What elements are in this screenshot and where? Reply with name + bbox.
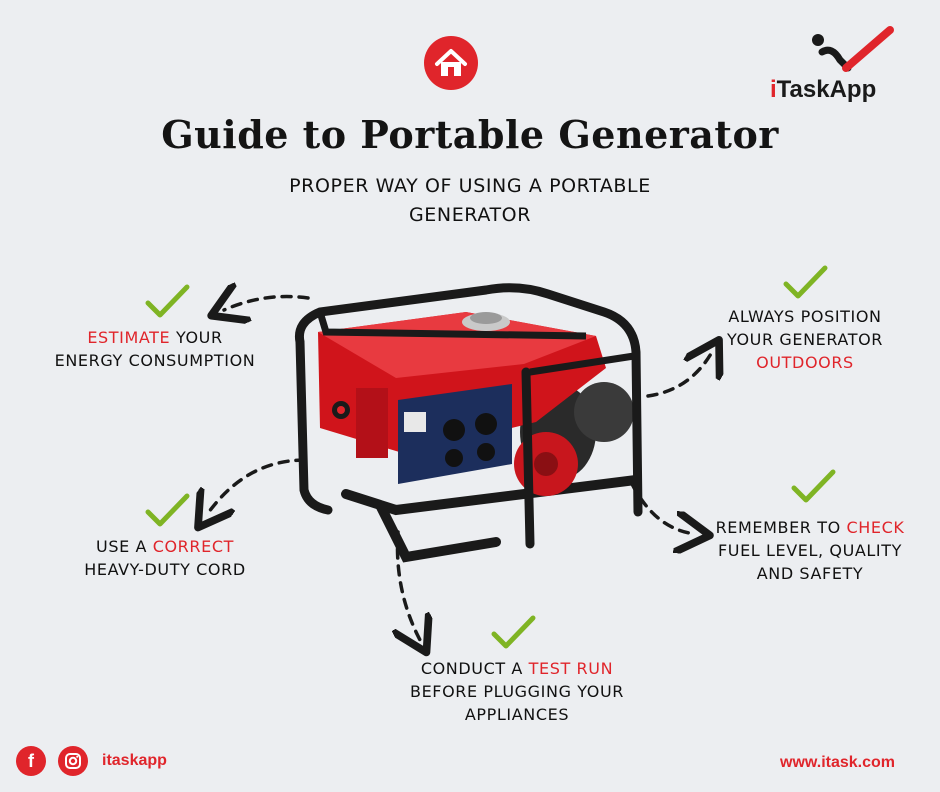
- tip-cord-line-2: HEAVY-DUTY CORD: [84, 560, 246, 579]
- tip-check-line-2: FUEL LEVEL, QUALITY: [717, 541, 903, 560]
- brand-rest: TaskApp: [776, 76, 877, 103]
- tip-estimate-rest: YOUR: [170, 328, 223, 347]
- tip-check: REMEMBER TO CHECK FUEL LEVEL, QUALITY AN…: [700, 516, 920, 585]
- tip-test-line-3: APPLIANCES: [464, 705, 570, 724]
- tip-position-line-1: ALWAYS POSITION: [728, 307, 882, 326]
- check-icon: [144, 283, 190, 319]
- tip-check-highlight: CHECK: [846, 518, 905, 537]
- social-links: f itaskapp: [16, 746, 167, 776]
- facebook-glyph: f: [28, 750, 34, 771]
- tip-cord-pre: USE A: [96, 537, 153, 556]
- social-handle[interactable]: itaskapp: [102, 752, 167, 769]
- check-icon: [782, 264, 828, 300]
- tip-test-highlight: TEST RUN: [528, 659, 614, 678]
- subtitle-line-1: PROPER WAY OF USING A PORTABLE: [289, 175, 651, 197]
- instagram-icon[interactable]: [58, 746, 88, 776]
- page-subtitle: PROPER WAY OF USING A PORTABLE GENERATOR: [200, 172, 740, 230]
- tip-check-line-3: AND SAFETY: [756, 564, 864, 583]
- tip-position-line-2: YOUR GENERATOR: [726, 330, 884, 349]
- tip-position: ALWAYS POSITION YOUR GENERATOR OUTDOORS: [690, 305, 920, 374]
- tip-test-pre: CONDUCT A: [420, 659, 529, 678]
- brand-logo: iTaskApp: [770, 76, 876, 104]
- check-icon: [144, 492, 190, 528]
- brand-prefix: i: [770, 76, 777, 103]
- tip-estimate-line-2: ENERGY CONSUMPTION: [54, 351, 256, 370]
- check-icon: [490, 614, 536, 650]
- check-icon: [790, 468, 836, 504]
- tip-estimate-highlight: ESTIMATE: [87, 328, 171, 347]
- facebook-icon[interactable]: f: [16, 746, 46, 776]
- website-link[interactable]: www.itask.com: [780, 754, 895, 771]
- tip-check-pre: REMEMBER TO: [715, 518, 847, 537]
- page-title: Guide to Portable Generator: [161, 112, 779, 157]
- tip-cord: USE A CORRECT HEAVY-DUTY CORD: [40, 535, 290, 581]
- tip-estimate: ESTIMATE YOUR ENERGY CONSUMPTION: [30, 326, 280, 372]
- subtitle-line-2: GENERATOR: [408, 204, 532, 226]
- tip-test-line-2: BEFORE PLUGGING YOUR: [410, 682, 624, 701]
- generator-illustration: [286, 272, 656, 572]
- logo-mark-icon: [808, 22, 898, 74]
- tip-position-highlight: OUTDOORS: [756, 353, 854, 372]
- tip-cord-highlight: CORRECT: [152, 537, 234, 556]
- tip-test-run: CONDUCT A TEST RUN BEFORE PLUGGING YOUR …: [382, 657, 652, 726]
- house-icon: [424, 36, 478, 90]
